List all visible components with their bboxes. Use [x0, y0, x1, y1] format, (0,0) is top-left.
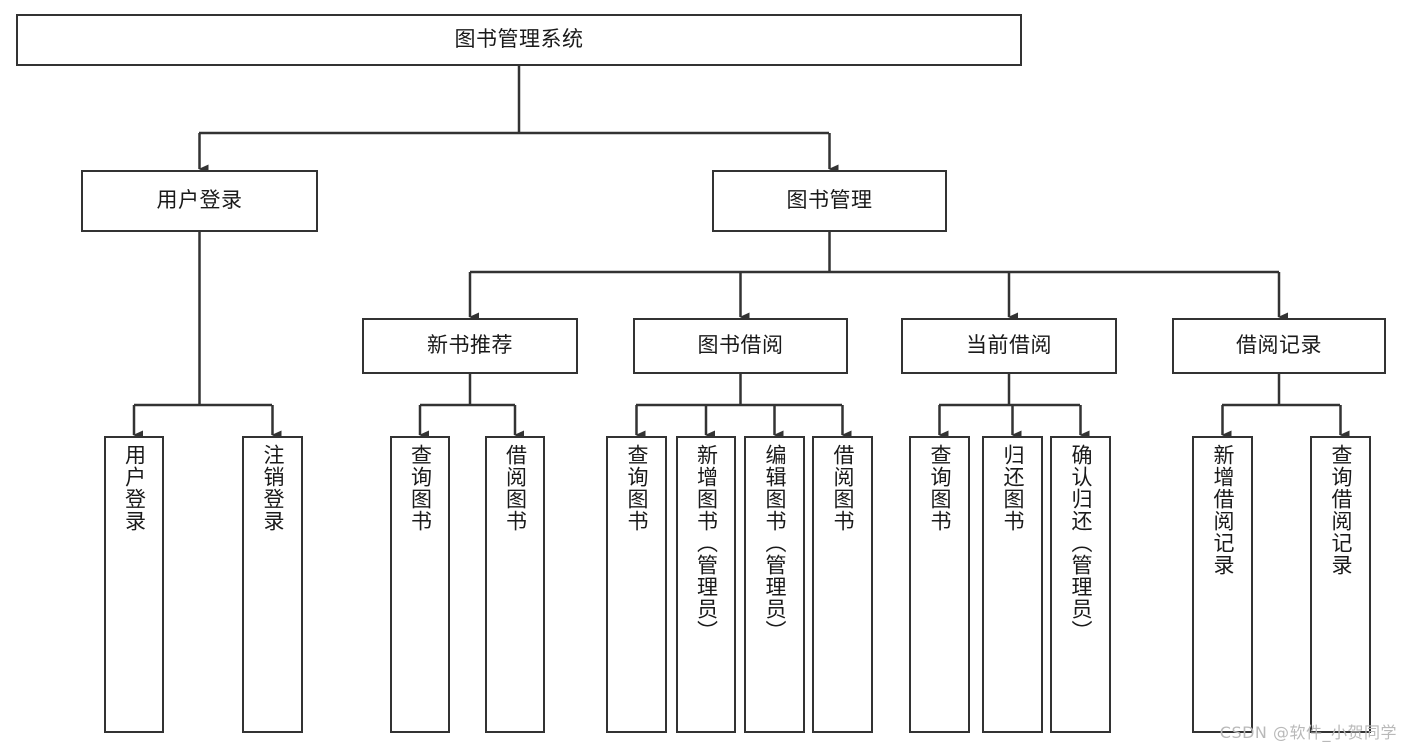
node-label: 图书管理系统 — [454, 27, 584, 52]
node-leaf-query-record: 查询借阅记录 — [1310, 436, 1371, 733]
node-leaf-query-book-2: 查询图书 — [606, 436, 667, 733]
node-label: 注销登录 — [261, 444, 285, 532]
node-current-borrow: 当前借阅 — [901, 318, 1117, 374]
node-label: 新增借阅记录 — [1211, 444, 1235, 576]
node-borrow-record: 借阅记录 — [1172, 318, 1386, 374]
node-label: 新增图书（管理员） — [694, 444, 719, 642]
node-root: 图书管理系统 — [16, 14, 1022, 66]
node-label: 编辑图书（管理员） — [763, 444, 787, 642]
node-label: 查询图书 — [928, 444, 952, 532]
node-new-book-rec: 新书推荐 — [362, 318, 578, 374]
node-label: 借阅图书 — [503, 444, 528, 532]
node-label: 图书管理 — [786, 188, 873, 213]
node-leaf-confirm-return: 确认归还（管理员） — [1050, 436, 1111, 733]
node-label: 查询图书 — [625, 444, 649, 532]
node-label: 确认归还（管理员） — [1069, 444, 1093, 642]
node-label: 图书借阅 — [697, 333, 784, 358]
node-book-manage: 图书管理 — [712, 170, 947, 232]
node-user-login: 用户登录 — [81, 170, 318, 232]
node-leaf-borrow-book-2: 借阅图书 — [812, 436, 873, 733]
node-label: 借阅图书 — [831, 444, 855, 532]
node-leaf-user-login: 用户登录 — [104, 436, 164, 733]
node-leaf-query-book-3: 查询图书 — [909, 436, 970, 733]
node-label: 归还图书 — [1001, 444, 1025, 532]
node-label: 查询图书 — [408, 444, 433, 532]
node-label: 当前借阅 — [966, 333, 1052, 358]
node-label: 用户登录 — [156, 188, 243, 213]
node-leaf-edit-book: 编辑图书（管理员） — [744, 436, 805, 733]
node-label: 新书推荐 — [427, 333, 513, 358]
node-label: 借阅记录 — [1236, 333, 1322, 358]
node-leaf-user-logout: 注销登录 — [242, 436, 303, 733]
node-leaf-borrow-book-1: 借阅图书 — [485, 436, 545, 733]
node-book-borrow: 图书借阅 — [633, 318, 848, 374]
node-label: 查询借阅记录 — [1329, 444, 1353, 576]
node-leaf-return-book: 归还图书 — [982, 436, 1043, 733]
node-leaf-add-record: 新增借阅记录 — [1192, 436, 1253, 733]
node-leaf-add-book: 新增图书（管理员） — [676, 436, 736, 733]
node-leaf-query-book-1: 查询图书 — [390, 436, 450, 733]
node-label: 用户登录 — [122, 444, 147, 532]
